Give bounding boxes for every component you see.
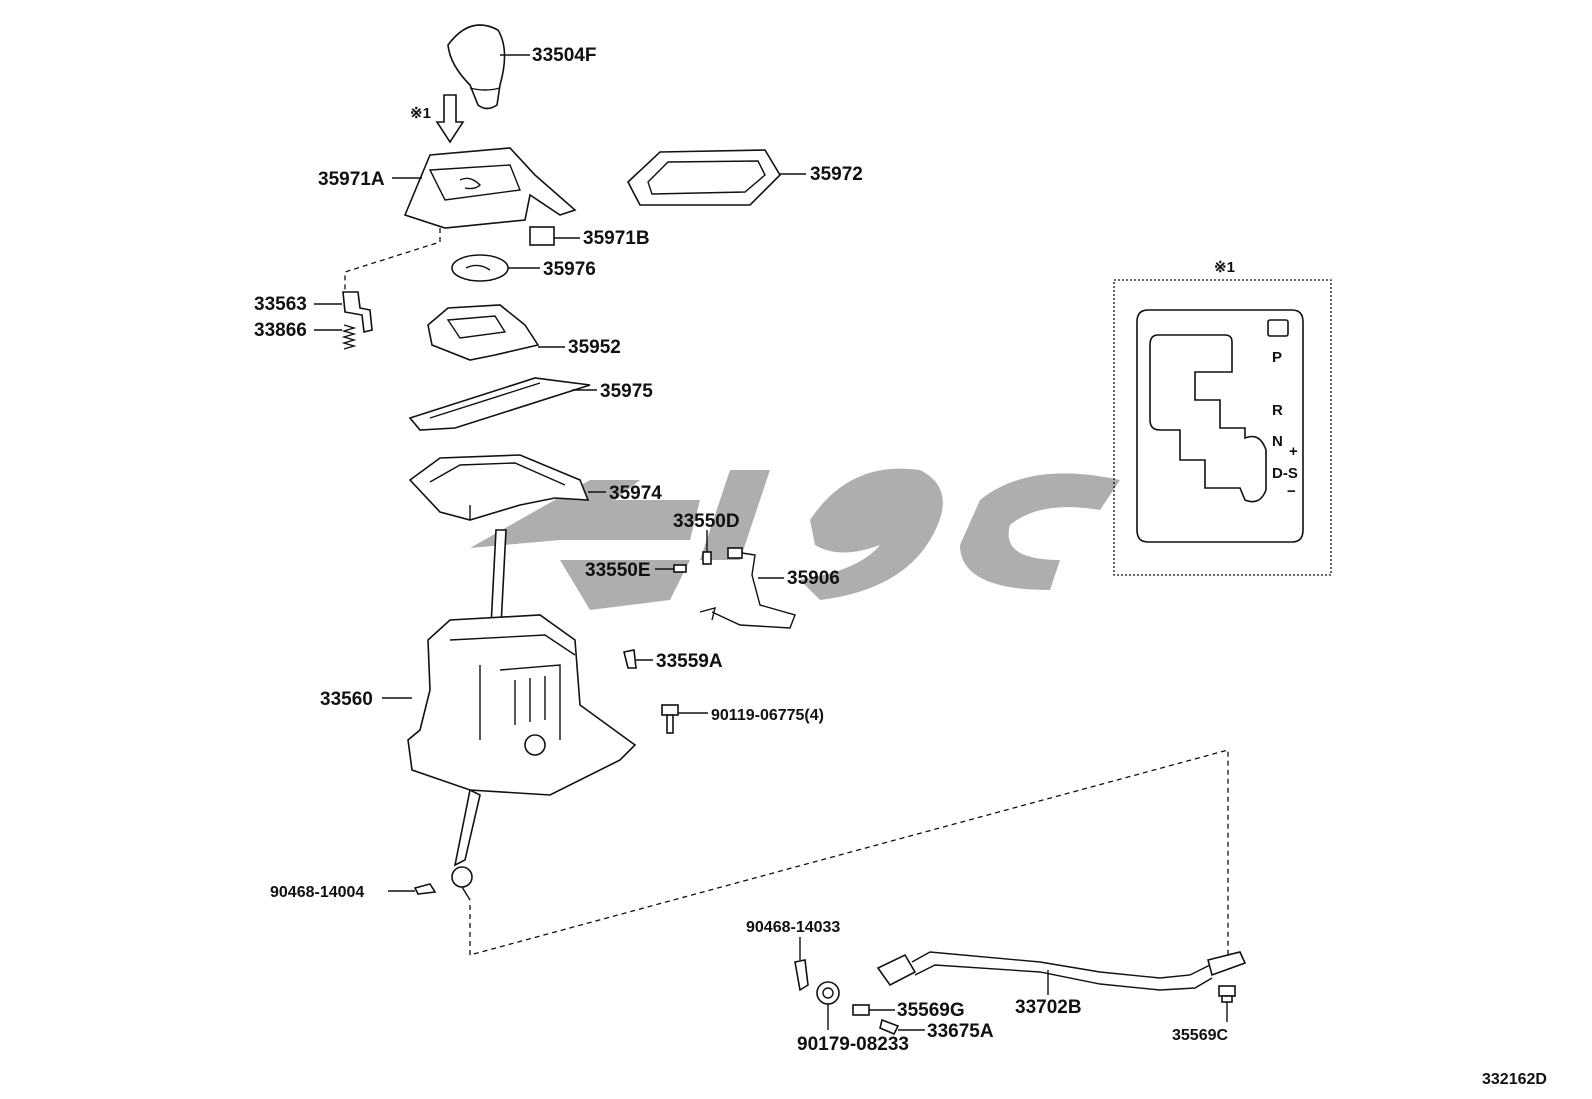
label-35952: 35952	[568, 337, 621, 358]
arrow-down-icon	[435, 94, 465, 144]
label-33550D: 33550D	[673, 511, 740, 532]
connector-pin[interactable]	[702, 551, 712, 565]
label-35974: 35974	[609, 483, 662, 504]
gate-label-minus: −	[1287, 483, 1296, 500]
label-35906: 35906	[787, 568, 840, 589]
indicator-housing[interactable]	[408, 454, 590, 521]
label-33504F: 33504F	[532, 45, 596, 66]
clip-part[interactable]	[529, 226, 555, 246]
label-35971B: 35971B	[583, 228, 650, 249]
spring-icon	[341, 324, 357, 350]
shift-lever-assembly[interactable]	[407, 614, 637, 901]
label-90179-08233: 35569C	[1172, 1027, 1228, 1044]
bezel-trim[interactable]	[627, 149, 782, 206]
gate-label-n: N	[1272, 433, 1283, 450]
inset-marker: ※1	[1214, 259, 1235, 276]
diagram-id: 332162D	[1482, 1071, 1547, 1088]
label-33559A: 33559A	[656, 651, 723, 672]
label-90119-06775: 90119-06775(4)	[711, 707, 824, 724]
slide-plate[interactable]	[408, 377, 591, 431]
label-33560: 33560	[320, 689, 373, 710]
bolt-small-icon[interactable]	[879, 1018, 900, 1036]
label-33702B: 33702B	[1015, 997, 1082, 1018]
clamp-clip[interactable]	[413, 883, 437, 895]
label-35972: 35972	[810, 164, 863, 185]
gate-label-plus: +	[1289, 443, 1298, 460]
label-35971A: 35971A	[318, 169, 385, 190]
label-33563: 33563	[254, 294, 307, 315]
gate-inset	[1113, 279, 1332, 576]
gate-label-p: P	[1272, 349, 1282, 366]
label-35569G: 35569G	[897, 1000, 965, 1021]
shift-plate[interactable]	[403, 147, 577, 229]
watermark-logo	[470, 468, 1120, 610]
bushing[interactable]	[816, 981, 840, 1005]
control-rod[interactable]	[876, 951, 1247, 991]
bolt-icon[interactable]	[661, 704, 679, 734]
gate-label-r: R	[1272, 402, 1283, 419]
label-33866: 33866	[254, 320, 307, 341]
nut-icon[interactable]	[1218, 985, 1236, 1003]
shift-knob[interactable]	[447, 24, 506, 110]
label-35975: 35975	[600, 381, 653, 402]
label-35569C: 90179-08233	[797, 1034, 909, 1055]
small-pin[interactable]	[673, 564, 687, 573]
note-marker: ※1	[410, 105, 431, 122]
label-90468-14004: 90468-14004	[270, 884, 364, 901]
label-33550E: 33550E	[585, 560, 651, 581]
label-90468-14033: 90468-14033	[746, 919, 840, 936]
label-35976: 35976	[543, 259, 596, 280]
wire-harness[interactable]	[699, 547, 796, 629]
bushing-small[interactable]	[852, 1004, 870, 1016]
gate-label-ds: D-S	[1272, 465, 1298, 482]
position-indicator-housing[interactable]	[427, 304, 540, 361]
label-33675A: 33675A	[927, 1021, 994, 1042]
lock-pin[interactable]	[342, 291, 373, 333]
indicator-disc[interactable]	[451, 254, 509, 282]
rod-clip[interactable]	[794, 959, 809, 992]
stopper-clip[interactable]	[623, 649, 637, 669]
